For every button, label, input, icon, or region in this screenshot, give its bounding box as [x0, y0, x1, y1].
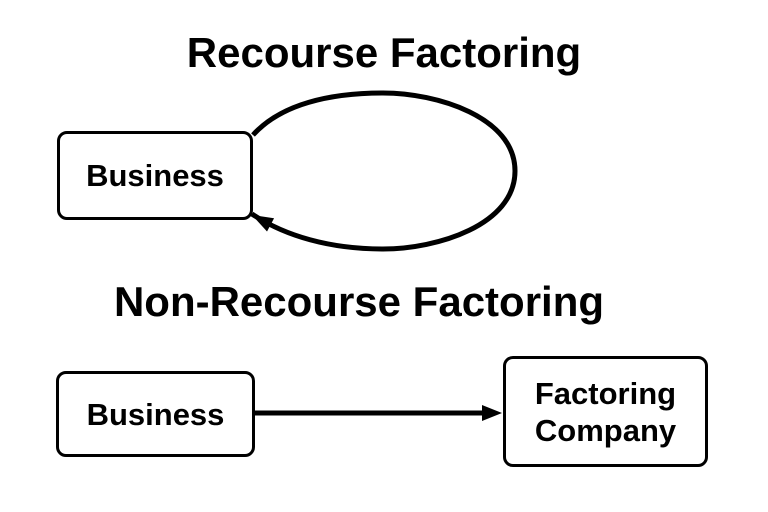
recourse-self-loop-arrow — [250, 90, 518, 252]
recourse-business-box: Business — [57, 131, 253, 220]
recourse-loop-arrowhead-icon — [252, 215, 275, 232]
recourse-business-label: Business — [86, 158, 224, 193]
recourse-title: Recourse Factoring — [186, 29, 582, 76]
factoring-company-label: Factoring Company — [534, 375, 677, 448]
non-recourse-arrowhead-icon — [482, 405, 502, 421]
factoring-company-box: Factoring Company — [503, 356, 708, 467]
non-recourse-title: Non-Recourse Factoring — [113, 278, 605, 325]
non-recourse-business-label: Business — [86, 396, 225, 432]
non-recourse-business-box: Business — [56, 371, 255, 457]
